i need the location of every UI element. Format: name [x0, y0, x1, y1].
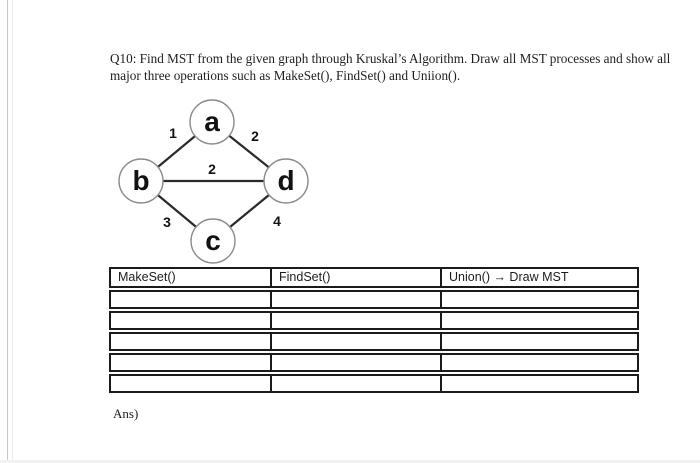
weight-b-c: 3 — [163, 214, 171, 230]
graph-svg: a b c d 1 2 2 3 4 — [118, 99, 309, 264]
empty-cell — [440, 374, 639, 393]
operations-table-empty-row — [109, 332, 641, 351]
node-c-circle — [190, 218, 236, 264]
empty-cell — [270, 311, 442, 330]
empty-cell — [440, 290, 639, 309]
header-makeset: MakeSet() — [109, 267, 272, 288]
empty-cell — [109, 332, 272, 351]
empty-cell — [109, 290, 272, 309]
question-line-2: major three operations such as MakeSet()… — [110, 68, 461, 83]
weight-b-d: 2 — [208, 161, 216, 177]
node-a-circle — [189, 99, 235, 145]
node-c-label: c — [205, 225, 221, 256]
node-d-circle — [263, 158, 309, 204]
operations-table-empty-row — [109, 353, 641, 372]
question-text: Q10: Find MST from the given graph throu… — [110, 50, 670, 84]
node-b-label: b — [132, 165, 149, 196]
empty-cell — [440, 311, 639, 330]
empty-cell — [270, 374, 442, 393]
empty-cell — [440, 353, 639, 372]
answer-label: Ans) — [113, 406, 139, 421]
node-b-circle — [118, 158, 164, 204]
header-findset: FindSet() — [270, 267, 442, 288]
operations-table-empty-row — [109, 290, 641, 309]
operations-table-empty-row — [109, 311, 641, 330]
empty-cell — [440, 332, 639, 351]
empty-cell — [109, 374, 272, 393]
page-bottom-edge — [0, 460, 700, 463]
weight-a-d: 2 — [251, 128, 259, 144]
question-line-1: Q10: Find MST from the given graph throu… — [110, 51, 671, 66]
empty-cell — [270, 353, 442, 372]
node-a-label: a — [204, 106, 220, 137]
empty-cell — [270, 290, 442, 309]
weight-c-d: 4 — [273, 213, 281, 229]
empty-cell — [270, 332, 442, 351]
node-d-label: d — [277, 165, 294, 196]
header-union-draw-mst: Union() → Draw MST — [440, 267, 639, 288]
graph-figure: a b c d 1 2 2 3 4 — [110, 95, 330, 267]
weight-a-b: 1 — [169, 125, 177, 141]
empty-cell — [109, 353, 272, 372]
operations-table: MakeSet() FindSet() Union() → Draw MST — [109, 267, 641, 395]
empty-cell — [109, 311, 272, 330]
operations-table-empty-row — [109, 374, 641, 393]
page-edge-line — [7, 0, 8, 463]
operations-table-header-row: MakeSet() FindSet() Union() → Draw MST — [109, 267, 641, 288]
page-edge-line-light — [12, 0, 13, 463]
